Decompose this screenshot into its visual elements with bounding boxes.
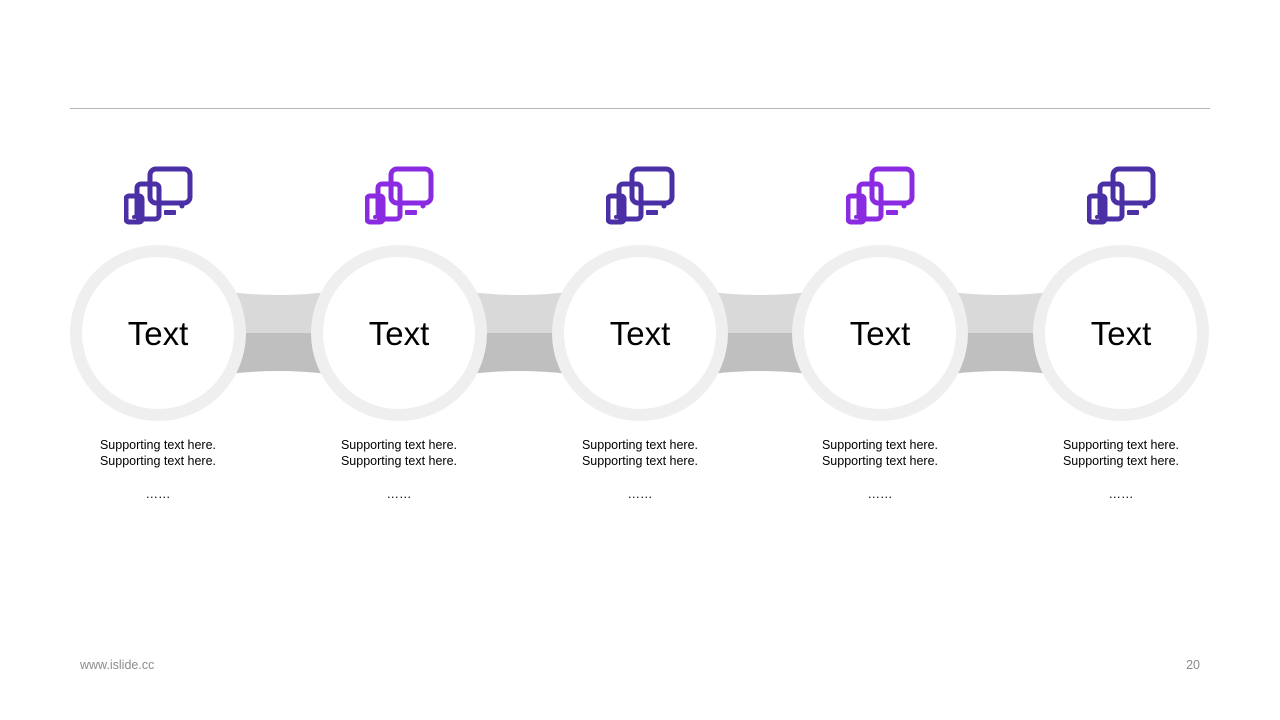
process-step: Text Supporting text here. Supporting te…	[760, 0, 1000, 720]
step-label: Text	[127, 314, 189, 352]
step-circle: Text	[552, 245, 728, 421]
supporting-text-line-1: Supporting text here.	[340, 438, 458, 452]
supporting-text: Supporting text here. Supporting text he…	[760, 437, 1000, 469]
step-label: Text	[368, 314, 430, 352]
top-divider	[70, 108, 1210, 109]
footer-url: www.islide.cc	[80, 658, 155, 672]
ellipsis-text: ……	[627, 487, 653, 501]
supporting-text-line-1: Supporting text here.	[821, 438, 939, 452]
step-label: Text	[609, 314, 671, 352]
step-circle: Text	[311, 245, 487, 421]
step-circle: Text	[792, 245, 968, 421]
supporting-text-line-2: Supporting text here.	[99, 454, 217, 468]
supporting-text-line-2: Supporting text here.	[821, 454, 939, 468]
ellipsis-text: ……	[386, 487, 412, 501]
ellipsis-text: ……	[145, 487, 171, 501]
step-label: Text	[1090, 314, 1152, 352]
process-step: Text Supporting text here. Supporting te…	[1001, 0, 1241, 720]
process-step: Text Supporting text here. Supporting te…	[520, 0, 760, 720]
supporting-text-line-2: Supporting text here.	[340, 454, 458, 468]
ellipsis-text: ……	[1108, 487, 1134, 501]
supporting-text-line-1: Supporting text here.	[1062, 438, 1180, 452]
step-circle: Text	[1033, 245, 1209, 421]
supporting-text-line-1: Supporting text here.	[99, 438, 217, 452]
step-circle: Text	[70, 245, 246, 421]
devices-icon	[846, 166, 915, 225]
step-label: Text	[849, 314, 911, 352]
devices-icon	[1087, 166, 1156, 225]
supporting-text-line-1: Supporting text here.	[581, 438, 699, 452]
supporting-text: Supporting text here. Supporting text he…	[279, 437, 519, 469]
process-step: Text Supporting text here. Supporting te…	[279, 0, 519, 720]
devices-icon	[365, 166, 434, 225]
devices-icon	[124, 166, 193, 225]
ellipsis-text: ……	[867, 487, 893, 501]
page-number: 20	[1186, 658, 1200, 672]
process-step: Text Supporting text here. Supporting te…	[38, 0, 278, 720]
supporting-text-line-2: Supporting text here.	[1062, 454, 1180, 468]
supporting-text-line-2: Supporting text here.	[581, 454, 699, 468]
supporting-text: Supporting text here. Supporting text he…	[1001, 437, 1241, 469]
devices-icon	[606, 166, 675, 225]
supporting-text: Supporting text here. Supporting text he…	[38, 437, 278, 469]
supporting-text: Supporting text here. Supporting text he…	[520, 437, 760, 469]
